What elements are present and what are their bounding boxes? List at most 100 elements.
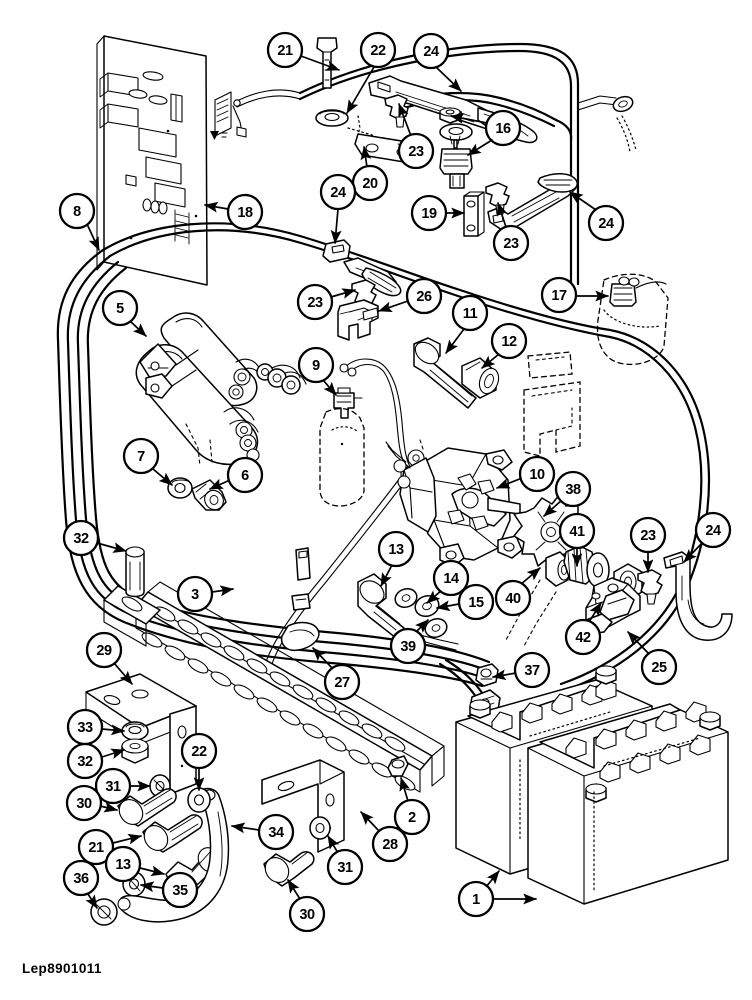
callout-16b: [467, 139, 493, 156]
callout-24: 24: [412, 32, 462, 92]
callout-bubble: [65, 784, 103, 822]
callout-leader: [450, 113, 488, 124]
callout-23: 23: [397, 103, 435, 170]
callout-bubble: [176, 575, 214, 613]
callout-14: 14: [426, 559, 470, 604]
callout-leader: [398, 103, 412, 137]
callout-bubble: [558, 512, 596, 550]
bolt-32-upper: [125, 546, 145, 598]
callout-number: 31: [337, 860, 353, 876]
callout-leader: [569, 191, 597, 211]
callout-9: 9: [297, 346, 337, 396]
callout-number: 21: [88, 840, 104, 856]
callout-number: 25: [651, 660, 667, 676]
callout-17: 17: [540, 276, 609, 314]
callout-leader: [204, 201, 229, 213]
callout-42: 42: [564, 602, 602, 656]
washer-33: [121, 721, 149, 741]
terminal-37: [475, 663, 499, 687]
callout-bubble: [587, 204, 625, 242]
nut-32-lower: [121, 738, 149, 764]
callout-21: 21: [77, 828, 142, 866]
bolt-13-alt: [357, 573, 405, 639]
callout-bubble: [257, 813, 295, 851]
callout-number: 29: [96, 643, 112, 659]
callout-bubble: [554, 470, 592, 508]
callout-leader: [129, 320, 147, 337]
clip-tabs-on-harness: [291, 547, 311, 611]
callout-leader: [300, 55, 340, 71]
washer-31-center: [309, 816, 331, 840]
callout-leader: [322, 379, 337, 396]
callout-bubble: [288, 895, 326, 933]
callout-number: 24: [423, 44, 439, 60]
callout-leader: [519, 567, 541, 586]
callout-number: 40: [505, 591, 521, 607]
callout-8: 8: [58, 192, 100, 251]
panel-bottom-components: [142, 198, 190, 245]
callout-number: 36: [73, 871, 89, 887]
callout-31: 31: [94, 767, 151, 805]
callout-leader: [445, 328, 465, 354]
callout-bubble: [226, 193, 264, 231]
callout-40: 40: [494, 567, 541, 617]
callout-number: 32: [73, 531, 89, 547]
callout-number: 5: [116, 301, 124, 317]
callout-number: 30: [76, 796, 92, 812]
callout-number: 15: [468, 595, 484, 611]
cable-terminals-starter: [256, 363, 307, 395]
callout-3: 3: [176, 575, 234, 613]
callout-11: 11: [445, 294, 489, 354]
fan-pulley-38: [513, 493, 589, 567]
callout-leader: [152, 468, 173, 486]
tray-slots: [141, 606, 416, 791]
reference-bracket-dashed: [523, 381, 581, 457]
callout-32: 32: [66, 742, 125, 780]
callout-bubble: [371, 825, 409, 863]
callout-number: 11: [463, 306, 478, 322]
callout-number: 34: [268, 825, 284, 841]
battery-front-vents: [599, 734, 711, 783]
callout-22: 22: [180, 732, 218, 791]
callout-number: 23: [640, 528, 656, 544]
callout-29: 29: [85, 631, 133, 685]
callout-leader: [436, 67, 462, 92]
callout-leader: [112, 833, 142, 845]
callout-38: 38: [543, 470, 592, 517]
hook-bracket-24-right: [663, 551, 733, 641]
callout-bubble: [518, 455, 556, 493]
bracket-25: [585, 577, 641, 635]
alternator-10: [385, 439, 523, 567]
callout-leader: [496, 477, 523, 489]
callout-bubble: [266, 31, 304, 69]
callout-number: 13: [115, 857, 131, 873]
callout-number: 12: [501, 334, 517, 350]
callout-number: 13: [388, 542, 404, 558]
callout-number: 17: [551, 288, 567, 304]
callout-leader: [481, 353, 500, 369]
callout-leader: [436, 600, 460, 612]
insulator-27: [280, 621, 320, 652]
callout-bubble: [296, 283, 334, 321]
callout-leader: [330, 288, 356, 299]
callout-leader: [101, 748, 125, 760]
callout-24: 24: [319, 173, 357, 244]
callout-number: 24: [330, 185, 346, 201]
callout-bubble: [377, 530, 415, 568]
callout-bubble: [629, 516, 667, 554]
callout-23: 23: [296, 283, 356, 321]
callout-bubble: [640, 648, 678, 686]
callout-number: 23: [408, 144, 424, 160]
callout-35: 35: [140, 871, 199, 909]
callout-bubble: [319, 173, 357, 211]
callout-number: 2: [408, 810, 416, 826]
callout-10: 10: [496, 455, 556, 493]
callout-number: 7: [137, 449, 145, 465]
callout-2: 2: [393, 777, 431, 836]
callout-number: 30: [299, 907, 315, 923]
bolt-30-left: [117, 788, 177, 827]
callout-bubble: [77, 828, 115, 866]
washer-36: [90, 898, 118, 926]
callout-leader: [346, 66, 375, 114]
